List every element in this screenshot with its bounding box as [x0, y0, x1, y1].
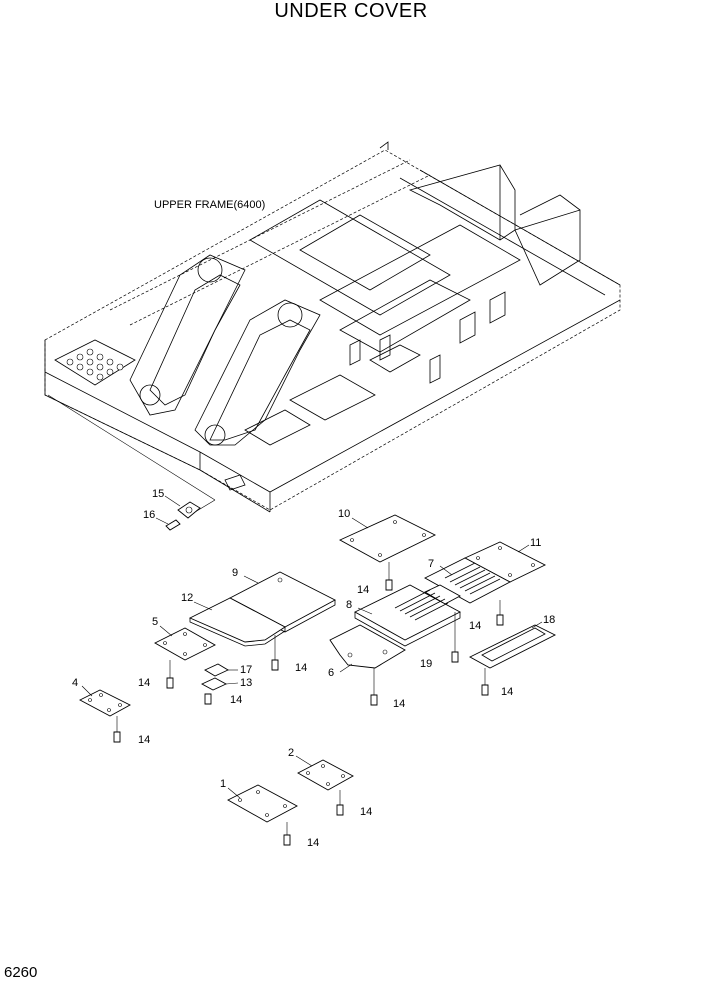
callout-13: 13 [240, 677, 252, 689]
bolt-14-f [166, 677, 174, 689]
callout-11: 11 [530, 537, 541, 549]
callout-5: 5 [152, 616, 158, 628]
callout-14-d: 14 [501, 686, 513, 698]
callout-14-c: 14 [393, 698, 405, 710]
part-2-cover [297, 759, 354, 791]
part-17-gasket [204, 663, 229, 677]
callout-10: 10 [338, 508, 350, 520]
part-11-cover [463, 541, 547, 583]
part-8-cover [354, 584, 461, 647]
bolt-14-j [283, 834, 291, 846]
callout-14-h: 14 [138, 734, 150, 746]
page-title: UNDER COVER [274, 0, 428, 22]
callout-14-b: 14 [469, 620, 481, 632]
callout-12: 12 [181, 592, 193, 604]
callout-8: 8 [346, 599, 352, 611]
callout-17: 17 [240, 664, 252, 676]
part-16-bolt [165, 519, 181, 531]
callout-14-a: 14 [357, 584, 369, 596]
bearing-bolt-pattern [54, 339, 136, 386]
bolt-14-g [204, 693, 212, 705]
bolt-14-c [370, 694, 378, 706]
callout-14-f: 14 [138, 677, 150, 689]
callout-1: 1 [220, 778, 226, 790]
callout-14-e: 14 [295, 662, 307, 674]
callout-7: 7 [428, 558, 434, 570]
upper-frame-drawing [44, 141, 621, 513]
callout-14-j: 14 [307, 837, 319, 849]
part-5-cover [154, 627, 216, 661]
callout-16: 16 [143, 509, 155, 521]
page-number: 6260 [4, 964, 38, 981]
bolt-14-b [496, 614, 504, 626]
callout-9: 9 [232, 567, 238, 579]
upper-frame-label: UPPER FRAME(6400) [154, 199, 265, 211]
callout-14-g: 14 [230, 694, 242, 706]
callout-4: 4 [72, 677, 78, 689]
part-1-cover [227, 784, 298, 823]
part-4-cover [79, 689, 131, 717]
bolt-14-d [481, 684, 489, 696]
callout-15: 15 [152, 488, 164, 500]
callout-14-i: 14 [360, 806, 372, 818]
callout-6: 6 [328, 667, 334, 679]
bolt-14-a [385, 579, 393, 591]
part-6-cover [329, 624, 406, 669]
callout-18: 18 [543, 614, 555, 626]
part-18-cover [469, 624, 557, 669]
callout-19: 19 [420, 658, 432, 670]
part-12-cover [188, 597, 286, 647]
bolt-14-i [336, 804, 344, 816]
bolt-14-e [271, 659, 279, 671]
bolt-19 [451, 651, 459, 663]
part-15-plate [177, 501, 201, 519]
bolt-14-h [113, 731, 121, 743]
part-13-plate [200, 677, 228, 691]
part-10-cover [338, 514, 437, 563]
callout-2: 2 [288, 747, 294, 759]
